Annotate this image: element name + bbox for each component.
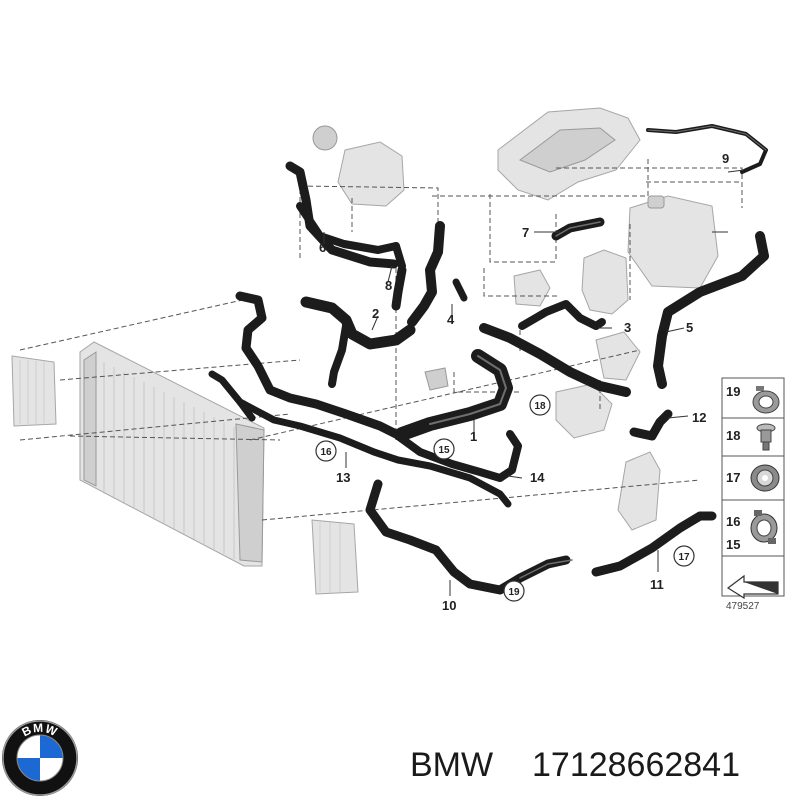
callout-8: 8: [385, 278, 392, 293]
footer: BMW BMW 17128662841: [2, 720, 740, 796]
auxiliary-radiator-tank: [617, 451, 661, 531]
thermostat-housing: [337, 141, 405, 207]
drawing-number: 479527: [726, 601, 760, 612]
callout-2: 2: [372, 306, 379, 321]
hose-8: [391, 242, 407, 311]
main-radiator: [79, 341, 265, 567]
clamp-icon: [752, 386, 780, 414]
legend-item-16: 16: [726, 514, 740, 529]
svg-text:19: 19: [508, 587, 520, 598]
callout-1: 1: [470, 429, 477, 444]
svg-text:16: 16: [726, 514, 740, 529]
background-components: [11, 107, 719, 595]
hose-11: [591, 511, 717, 577]
hose-5: [653, 231, 769, 389]
svg-text:17: 17: [726, 470, 740, 485]
brand-name: BMW: [410, 746, 493, 784]
aux-pump: [555, 383, 613, 439]
svg-text:17: 17: [678, 552, 690, 563]
hose-10: [365, 479, 573, 595]
svg-text:18: 18: [726, 428, 740, 443]
callout-5: 5: [686, 320, 693, 335]
callout-7: 7: [522, 225, 529, 240]
dashed-guides: [19, 158, 743, 521]
callout-9: 9: [722, 151, 729, 166]
circled-callout-16: 16: [315, 440, 337, 462]
hose-12: [629, 409, 673, 441]
left-aux-cooler: [11, 355, 57, 427]
legend-item-18: 18: [726, 423, 776, 451]
hose-9: [646, 124, 768, 174]
leader-lines: [323, 169, 745, 596]
svg-text:15: 15: [726, 537, 740, 552]
circled-callout-18: 18: [529, 394, 551, 416]
hose-6: [285, 161, 400, 269]
bottom-aux-cooler: [311, 519, 359, 595]
arrow-reference-icon: [726, 574, 779, 600]
legend-item-17: 17: [726, 464, 780, 492]
hose-7: [551, 217, 605, 241]
hose-3: [518, 300, 606, 330]
svg-text:18: 18: [534, 401, 546, 412]
circled-callout-17: 17: [673, 545, 695, 567]
svg-text:15: 15: [438, 445, 450, 456]
callout-14: 14: [530, 470, 545, 485]
spring-clamp-icon: [750, 510, 778, 544]
expansion-tank: [627, 195, 719, 289]
valve-icon: [756, 423, 776, 451]
callout-13: 13: [336, 470, 350, 485]
callout-12: 12: [692, 410, 706, 425]
svg-text:16: 16: [320, 447, 332, 458]
callout-3: 3: [624, 320, 631, 335]
legend-item-15: 15: [726, 510, 778, 552]
legend-item-19: 19: [726, 384, 780, 414]
hose-13: [208, 291, 512, 508]
hose-4: [407, 221, 468, 327]
legend-item-arrow: [726, 574, 779, 600]
parts-legend: 19 18 17 16 1: [721, 377, 785, 612]
circled-callouts: 15 16 17 18 19: [315, 394, 695, 602]
hoses: [208, 124, 769, 595]
svg-text:19: 19: [726, 384, 740, 399]
callout-4: 4: [447, 312, 455, 327]
clip-ring-icon: [750, 464, 780, 492]
hose-1: [395, 349, 513, 441]
hose-2: [300, 296, 416, 388]
logo-lettering: BMW: [20, 721, 61, 740]
hose-14: [394, 430, 522, 482]
reservoir: [581, 249, 629, 315]
callout-11: 11: [650, 577, 664, 592]
part-number: 17128662841: [532, 746, 740, 784]
circled-callout-19: 19: [503, 580, 525, 602]
circled-callout-15: 15: [433, 438, 455, 460]
callout-6: 6: [319, 240, 326, 255]
hose-18: [479, 323, 631, 397]
callout-10: 10: [442, 598, 456, 613]
bmw-logo: BMW: [2, 720, 78, 796]
water-pump: [513, 269, 551, 307]
callout-labels: 1 2 3 4 5 6 7 8 9 10 11 12 13 14: [319, 151, 729, 613]
